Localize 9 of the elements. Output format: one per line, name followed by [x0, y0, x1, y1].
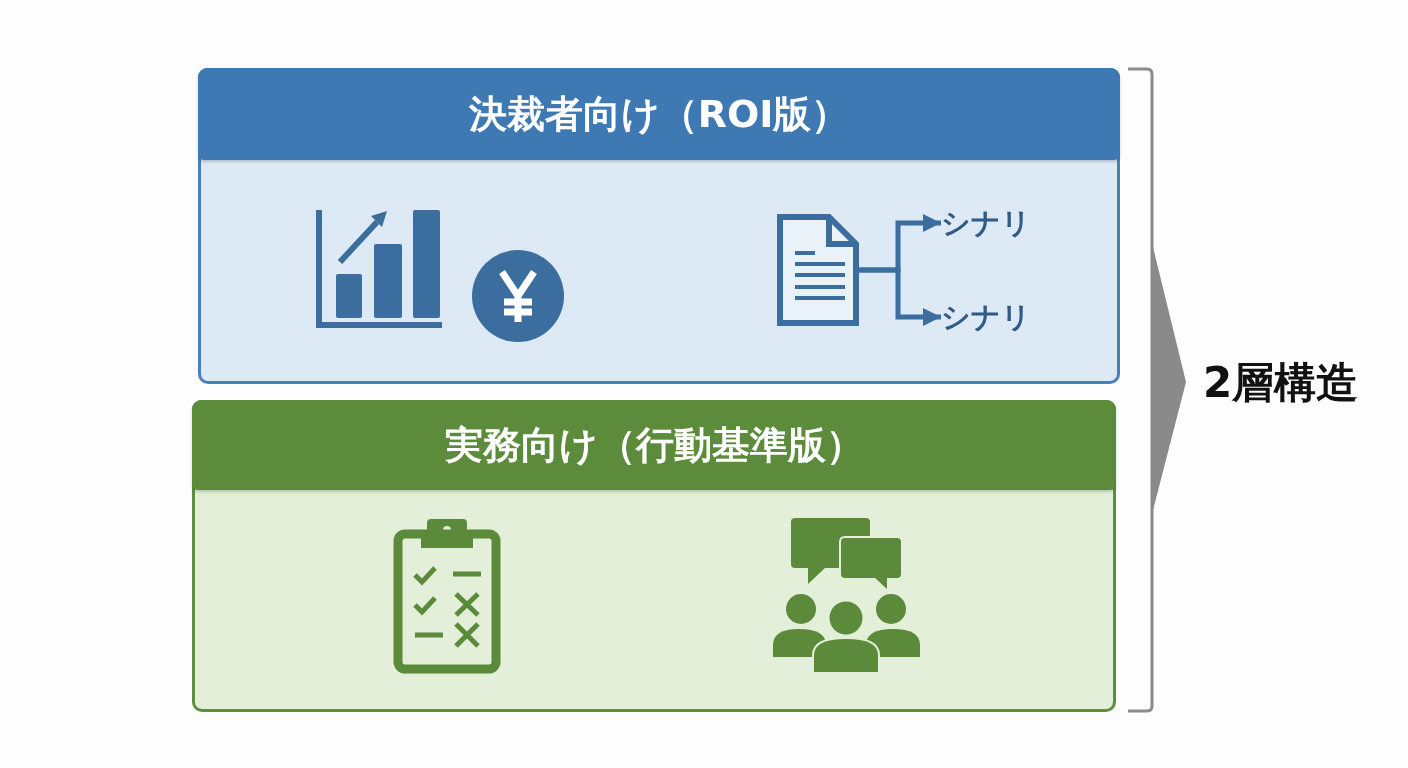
panel-header: 決裁者向け（ROI版） — [198, 68, 1120, 160]
arrow — [859, 267, 941, 326]
audience-panel — [198, 68, 1120, 384]
summary-label: 2層構造 — [1203, 358, 1359, 408]
document-icon — [777, 214, 859, 326]
audience-panel — [192, 400, 1116, 712]
panel-header: 実務向け（行動基準版） — [192, 400, 1116, 490]
scenario-label: シナリ — [941, 204, 1031, 242]
scenario-label: シナリ — [941, 298, 1031, 336]
